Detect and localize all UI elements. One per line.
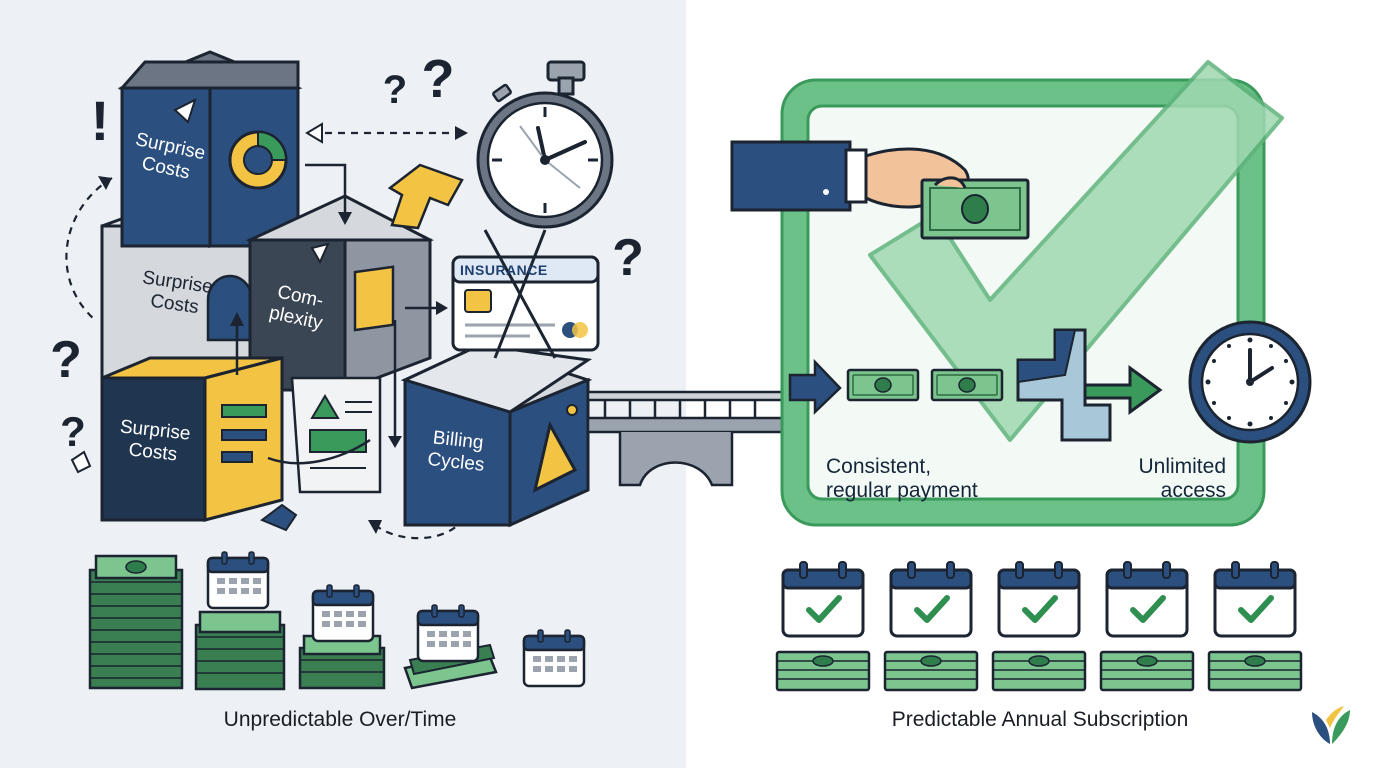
question-mark-icon: ? xyxy=(421,49,455,109)
stopwatch-icon xyxy=(476,60,614,229)
money-stack-icon xyxy=(883,650,979,692)
money-stack-icon xyxy=(775,650,871,692)
money-bill-icon xyxy=(920,176,1030,240)
paper-scrap xyxy=(70,450,298,532)
money-bill-icon xyxy=(846,368,920,402)
arrow-heads xyxy=(98,122,468,534)
payment-label: Consistent, regular payment xyxy=(826,455,978,502)
access-label: Unlimited access xyxy=(1138,455,1226,502)
question-mark-icon: ? xyxy=(50,331,82,389)
money-row xyxy=(775,650,1303,692)
insurance-card-title: INSURANCE xyxy=(460,262,548,278)
yellow-arrow-icon xyxy=(387,163,464,230)
calendar-icon xyxy=(206,550,270,610)
money-stack-icon xyxy=(1099,650,1195,692)
stack-arrows xyxy=(235,163,440,440)
complexity-box xyxy=(245,194,434,393)
money-stack-icon xyxy=(298,634,386,690)
left-caption: Unpredictable Over/Time xyxy=(223,708,457,731)
insurance-card-icon xyxy=(451,229,600,359)
calendar-icon xyxy=(311,583,375,643)
money-bill-icon xyxy=(930,368,1004,402)
clock-icon xyxy=(1188,320,1312,444)
calendar-icon xyxy=(783,562,863,636)
hand-icon xyxy=(730,140,970,212)
money-stack-icon xyxy=(194,610,286,691)
money-stacks-left xyxy=(88,550,586,691)
money-stack-icon xyxy=(1207,650,1303,692)
calendar-icon xyxy=(416,603,480,663)
exclamation-icon: ! xyxy=(90,89,110,152)
payment-flow xyxy=(788,328,1163,442)
calendar-icon xyxy=(1215,562,1295,636)
money-stack-icon xyxy=(88,554,184,690)
calendar-icon xyxy=(891,562,971,636)
surprise-costs-box-bottom xyxy=(100,356,284,522)
calendar-icon xyxy=(1107,562,1187,636)
question-mark-icon: ? xyxy=(612,229,644,287)
calendar-icon xyxy=(522,628,586,688)
surprise-costs-box-top xyxy=(117,50,303,249)
bridge-icon xyxy=(586,390,786,487)
right-caption: Predictable Annual Subscription xyxy=(891,708,1189,731)
calendar-icon xyxy=(999,562,1079,636)
calendar-row xyxy=(783,562,1295,636)
document-sheet xyxy=(267,376,382,494)
question-mark-icon: ? xyxy=(382,68,408,112)
dashed-flow-arrows xyxy=(65,131,472,540)
brand-logo-icon xyxy=(1312,706,1350,744)
question-mark-icon: ? xyxy=(60,408,86,455)
money-stack-icon xyxy=(991,650,1087,692)
billing-cycles-box xyxy=(400,343,593,528)
